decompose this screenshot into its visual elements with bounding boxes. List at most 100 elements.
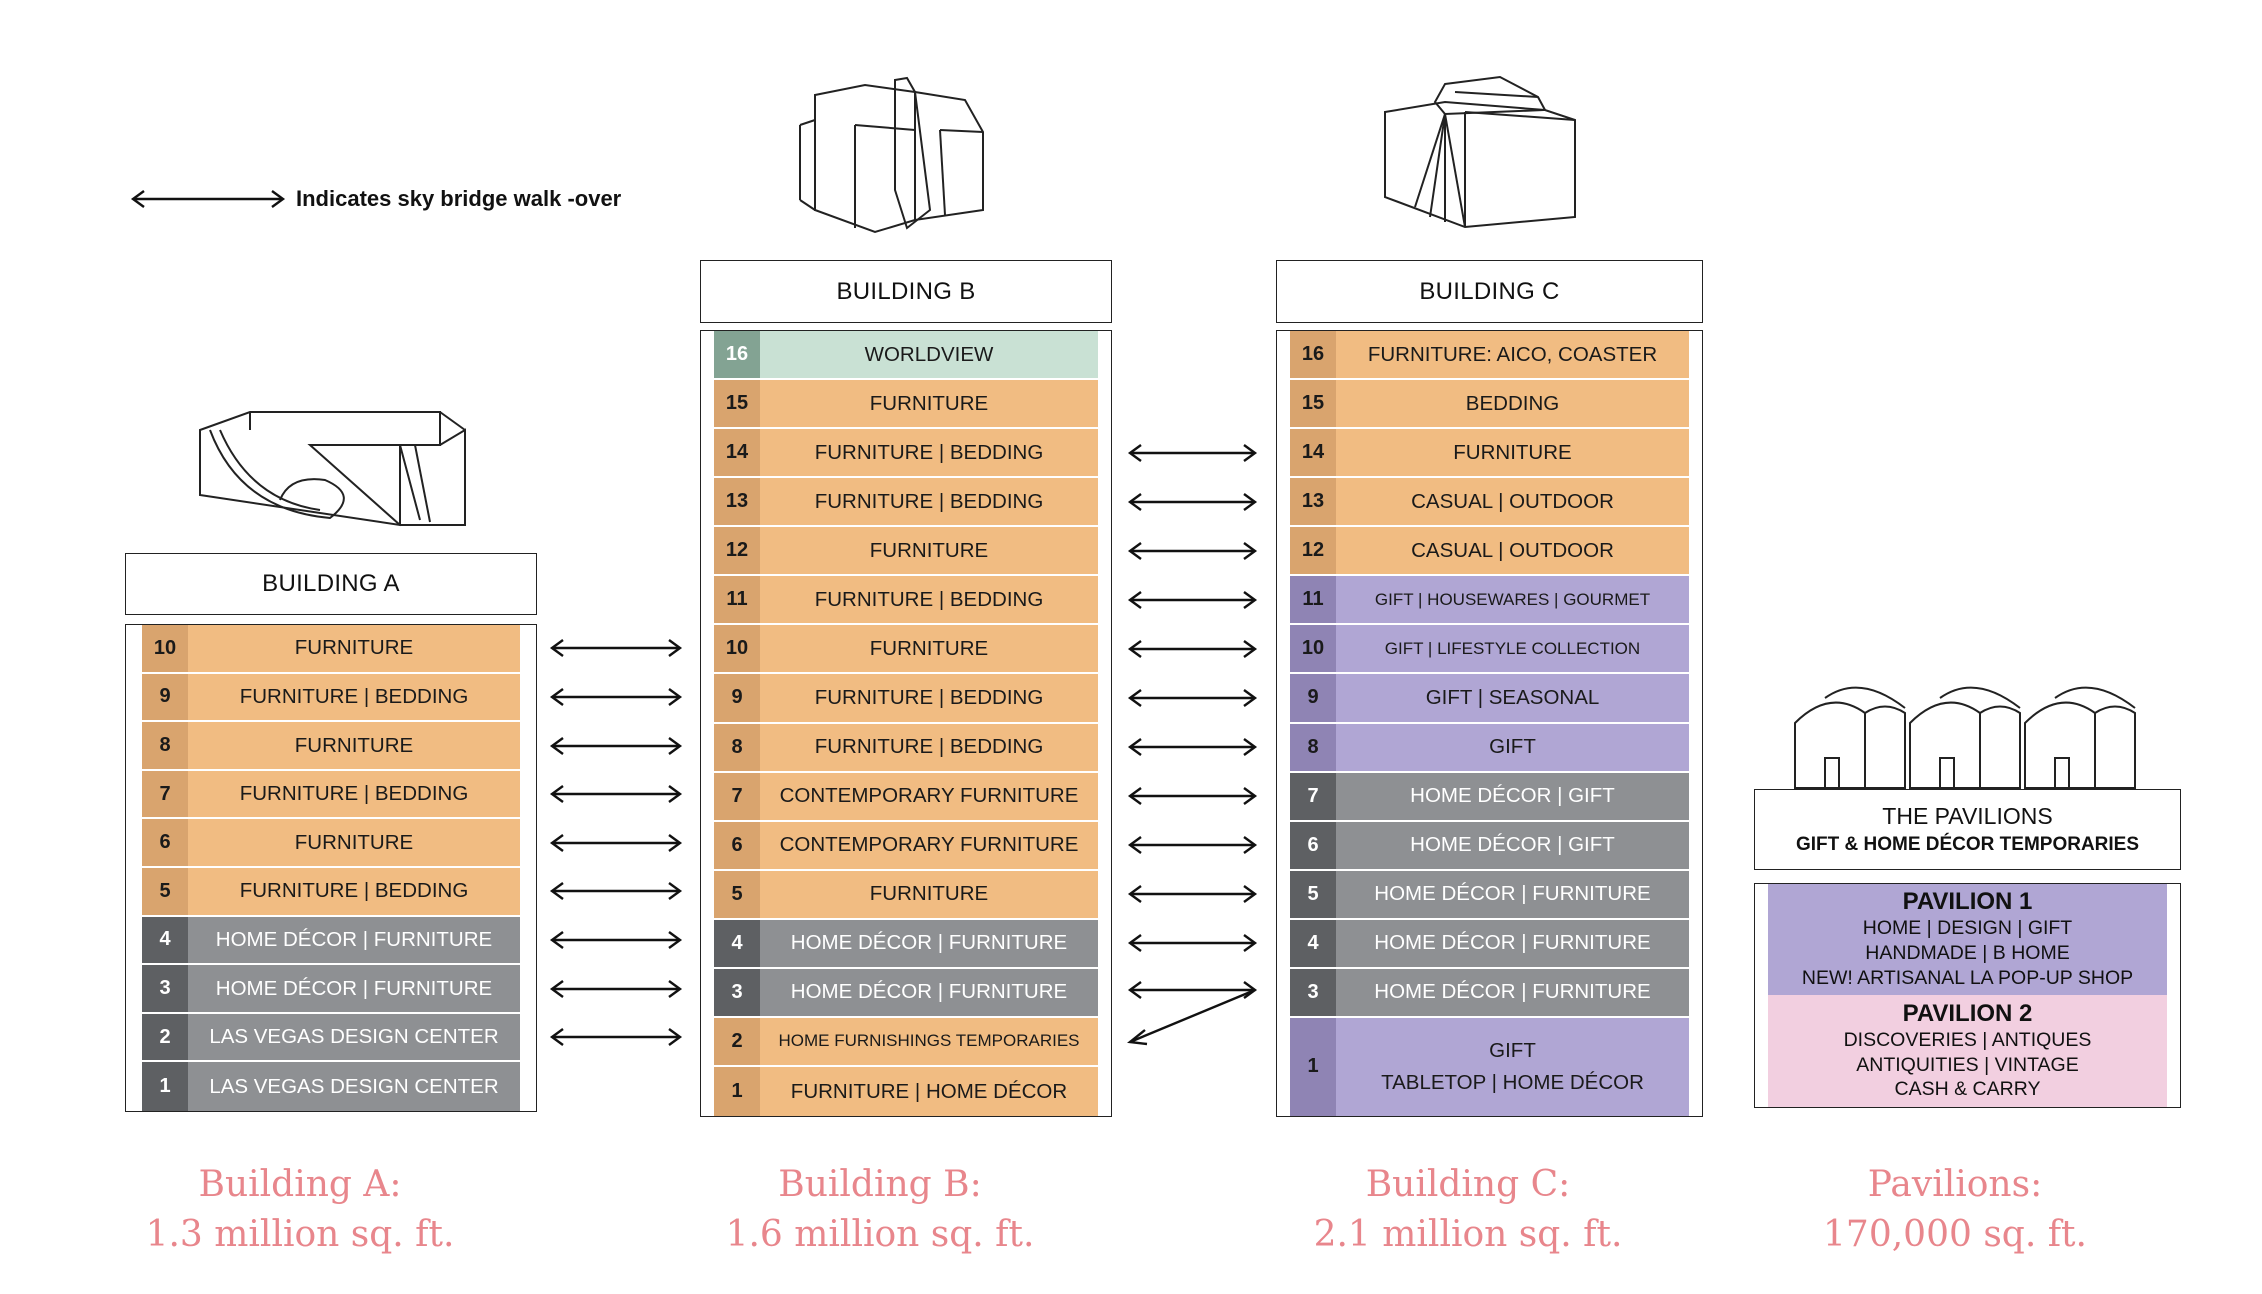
floor-number: 4 <box>714 919 760 967</box>
floor-label: HOME DÉCOR | FURNITURE <box>1336 919 1689 967</box>
floor-label: GIFT | SEASONAL <box>1336 674 1689 722</box>
floor-number: 15 <box>1290 380 1336 428</box>
floor-number: 3 <box>1290 968 1336 1016</box>
floor-label: CONTEMPORARY FURNITURE <box>760 772 1098 820</box>
floor-label: HOME DÉCOR | FURNITURE <box>1336 870 1689 918</box>
pavilion-2-heading: PAVILION 2 <box>1902 999 2033 1027</box>
floor-label-text: HOME DÉCOR | GIFT <box>1410 833 1615 857</box>
floor-number: 4 <box>142 916 188 964</box>
floor-label-text: FURNITURE | BEDDING <box>239 685 469 708</box>
floor-label-text: FURNITURE | BEDDING <box>239 879 469 903</box>
floor-label-text: LAS VEGAS DESIGN CENTER <box>209 1074 499 1098</box>
floor-number: 11 <box>1290 576 1336 624</box>
floor-label-text: FURNITURE <box>869 538 989 562</box>
sky-bridge-arrow-b2-c3 <box>1127 981 1258 1046</box>
floor-label-text: FURNITURE <box>1453 440 1572 464</box>
floor-label-text: FURNITURE <box>869 391 989 415</box>
floor-number: 14 <box>714 429 760 477</box>
floor-label: FURNITURE | BEDDING <box>760 674 1098 722</box>
floor-row: 5 HOME DÉCOR | FURNITURE <box>1290 870 1689 920</box>
building-a-caption-name: Building A: <box>198 1164 402 1205</box>
floor-label: HOME DÉCOR | FURNITURE <box>188 916 520 964</box>
floor-label: GIFT <box>1336 723 1689 771</box>
floor-label: CONTEMPORARY FURNITURE <box>760 821 1098 869</box>
floor-number: 10 <box>1290 625 1336 673</box>
floor-number: 13 <box>714 478 760 526</box>
floor-number: 6 <box>1290 821 1336 869</box>
floor-label-text: FURNITURE | BEDDING <box>239 782 469 806</box>
floor-number: 1 <box>142 1062 188 1111</box>
floor-label-text: FURNITURE <box>869 882 989 906</box>
floor-number: 2 <box>142 1013 188 1061</box>
floor-label-text: WORLDVIEW <box>864 342 994 366</box>
floor-label: HOME FURNISHINGS TEMPORARIES <box>760 1017 1098 1065</box>
floor-label: FURNITURE <box>1336 429 1689 477</box>
floor-label-text: HOME DÉCOR | GIFT <box>1410 784 1615 808</box>
floor-label-text: FURNITURE <box>294 830 414 854</box>
floor-label-text: CASUAL | OUTDOOR <box>1411 538 1614 562</box>
floor-label-text: HOME DÉCOR | FURNITURE <box>1374 882 1651 906</box>
pavilion-1-heading: PAVILION 1 <box>1902 888 2033 916</box>
arrows-a-b <box>549 639 683 1046</box>
floor-row: 16 WORLDVIEW <box>714 331 1098 381</box>
pavilion-1-line: NEW! ARTISANAL LA POP-UP SHOP <box>1801 966 2134 989</box>
floor-label: FURNITURE | BEDDING <box>760 576 1098 624</box>
floor-number: 5 <box>714 870 760 918</box>
floor-label-text: GIFT <box>1489 735 1536 759</box>
floor-label: HOME DÉCOR | FURNITURE <box>760 968 1098 1016</box>
floor-number: 1 <box>714 1066 760 1116</box>
floor-label: LAS VEGAS DESIGN CENTER <box>188 1013 520 1061</box>
floor-row: 12 CASUAL | OUTDOOR <box>1290 527 1689 577</box>
floor-number: 7 <box>1290 772 1336 820</box>
floor-row: 5 FURNITURE <box>714 870 1098 920</box>
floor-label: FURNITURE | BEDDING <box>188 770 520 818</box>
building-a-title: BUILDING A <box>125 553 537 615</box>
floor-row: 6 HOME DÉCOR | GIFT <box>1290 821 1689 871</box>
legend-text: Indicates sky bridge walk -over <box>296 186 622 211</box>
floor-number: 5 <box>1290 870 1336 918</box>
floor-number: 9 <box>714 674 760 722</box>
floor-row: 1 LAS VEGAS DESIGN CENTER <box>142 1062 520 1111</box>
floor-label-text: FURNITURE <box>294 636 414 660</box>
floor-number: 12 <box>1290 527 1336 575</box>
floor-label: FURNITURE | BEDDING <box>188 673 520 721</box>
floor-label-text: GIFT | LIFESTYLE COLLECTION <box>1384 638 1641 658</box>
building-a-sketch <box>199 411 466 527</box>
floor-label: FURNITURE: AICO, COASTER <box>1336 331 1689 379</box>
arrows-b-c <box>1127 444 1258 952</box>
double-arrow-icon <box>130 190 286 208</box>
pavilions-title-box: THE PAVILIONS GIFT & HOME DÉCOR TEMPORAR… <box>1754 789 2181 870</box>
floor-number: 10 <box>714 625 760 673</box>
floor-number: 2 <box>714 1017 760 1065</box>
floor-label-text: FURNITURE <box>869 637 989 661</box>
floor-number: 8 <box>714 723 760 771</box>
building-b-title: BUILDING B <box>700 260 1112 323</box>
pavilion-2-line: DISCOVERIES | ANTIQUES <box>1843 1028 2092 1051</box>
floor-number: 16 <box>714 331 760 379</box>
pavilion-1: PAVILION 1 HOME | DESIGN | GIFT HANDMADE… <box>1768 884 2167 995</box>
